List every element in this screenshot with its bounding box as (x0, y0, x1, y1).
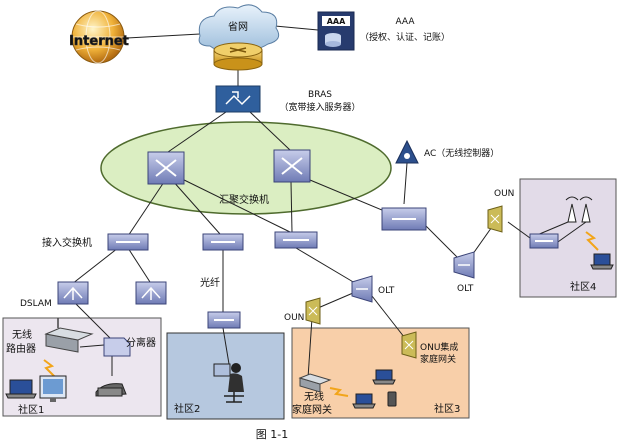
community2-name: 社区2 (174, 402, 200, 415)
access-switch-left-icon (107, 233, 149, 251)
community2-switch-icon (207, 311, 241, 329)
community1-wireless-router-label-line2: 路由器 (6, 342, 36, 355)
wifi-signal-3-icon (329, 387, 349, 397)
mobile-phone-icon (387, 391, 397, 407)
community4-name: 社区4 (570, 280, 596, 293)
laptop-4-icon (590, 253, 614, 270)
community3-onu-gateway-label-line2: 家庭网关 (420, 353, 456, 365)
access-switch-label: 接入交换机 (42, 236, 92, 249)
olt-center-icon (351, 275, 373, 303)
dslam-left-icon (57, 281, 89, 305)
access-switch-mid-icon (202, 233, 244, 251)
oun-left-icon (305, 297, 321, 325)
ac-label: AC（无线控制器） (424, 147, 499, 159)
telephone-icon (95, 383, 127, 397)
community1-name: 社区1 (18, 403, 44, 416)
figure-caption: 图 1-1 (256, 428, 288, 441)
laptop-icon (5, 379, 37, 399)
bras-subtitle: （宽带接入服务器） (279, 101, 360, 113)
community1-splitter-label: 分离器 (126, 336, 156, 349)
dslam-right-icon (135, 281, 167, 305)
core-switch-right-icon (381, 207, 427, 231)
dslam-label: DSLAM (20, 299, 52, 309)
oun-left-label: OUN (284, 313, 304, 323)
community3-onu-gateway-label-line1: ONU集成 (420, 341, 458, 353)
aaa-server-icon (317, 11, 355, 51)
community4-switch-icon (529, 233, 559, 249)
community3-wireless-gateway-label-line2: 家庭网关 (292, 403, 332, 416)
oun-right-label: OUN (494, 189, 514, 199)
community3-name: 社区3 (434, 402, 460, 415)
fiber-label: 光纤 (200, 276, 220, 289)
province-net-label: 省网 (228, 20, 248, 33)
internet-globe-icon (71, 10, 125, 64)
laptop-3-icon (352, 393, 376, 409)
olt-right-label: OLT (457, 284, 474, 294)
laptop-3b-icon (372, 369, 396, 385)
desktop-pc-icon (39, 375, 67, 402)
aaa-title: AAA (396, 17, 416, 27)
wifi-signal-icon (43, 359, 57, 379)
core-router-icon (213, 42, 263, 71)
community1-wireless-router-label-line1: 无线 (12, 328, 32, 341)
internet-label: Internet (69, 34, 129, 49)
aggregation-ellipse (100, 121, 392, 215)
wireless-router-icon (44, 318, 94, 353)
aggregation-switch-right-icon (273, 149, 311, 183)
aggregation-switch-left-icon (147, 151, 185, 185)
ac-wireless-controller-icon (395, 139, 419, 164)
bras-router-icon (215, 85, 261, 113)
olt-center-label: OLT (378, 286, 395, 296)
aaa-subtitle: （授权、认证、记账） (360, 31, 450, 43)
oun-right-icon (487, 205, 503, 233)
onu-gateway-icon (401, 331, 417, 359)
wireless-home-gateway-icon (298, 373, 332, 393)
wires (71, 25, 587, 379)
olt-right-icon (453, 251, 475, 279)
aaa-icon-text: AAA (327, 17, 346, 26)
access-switch-right-icon (274, 231, 318, 249)
aggregation-label: 汇聚交换机 (219, 193, 269, 206)
wifi-signal-4-icon (585, 231, 599, 251)
wireless-access-point-icon (565, 196, 593, 223)
bras-title: BRAS (308, 90, 332, 100)
splitter-icon (103, 337, 131, 357)
user-at-computer-icon (213, 363, 244, 403)
community3-wireless-gateway-label-line1: 无线 (304, 390, 324, 403)
